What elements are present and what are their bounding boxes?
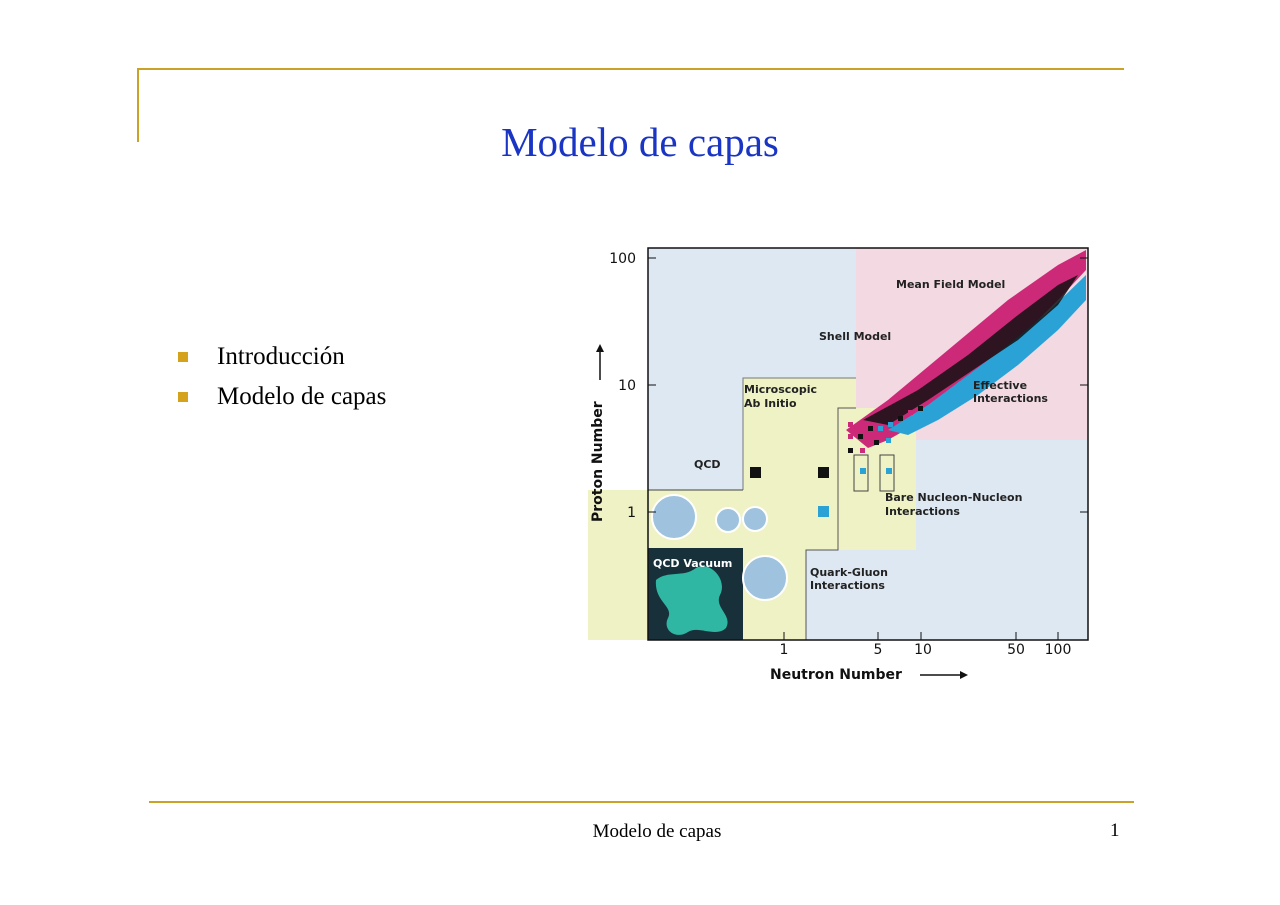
x-axis-label: Neutron Number	[770, 667, 902, 683]
bullet-square-icon	[178, 392, 188, 402]
quark-circle	[742, 555, 788, 601]
x-tick-label: 5	[874, 642, 883, 658]
label-mean-field: Mean Field Model	[896, 278, 1005, 291]
nuclear-chart-figure: Mean Field Model Shell Model Microscopic…	[588, 230, 1108, 690]
x-tick-label: 50	[1007, 642, 1025, 658]
nucleus-circle	[651, 494, 697, 540]
x-axis-arrowhead-icon	[960, 671, 968, 679]
quark-gluon-border	[805, 407, 856, 640]
nuclide-band-cyan	[888, 275, 1086, 435]
label-shell-model: Shell Model	[819, 330, 891, 343]
label-qcd: QCD	[694, 458, 721, 471]
slide-title: Modelo de capas	[501, 119, 779, 165]
y-tick-label: 100	[609, 251, 636, 267]
label-effective-interactions: Interactions	[973, 392, 1048, 405]
nuclear-chart-svg: Mean Field Model Shell Model Microscopic…	[588, 230, 1108, 690]
plot-frame	[647, 247, 1089, 641]
x-tick-label: 1	[780, 642, 789, 658]
label-bare-nucleon: Bare Nucleon-Nucleon	[885, 491, 1022, 504]
qcd-vacuum-shape	[655, 566, 728, 635]
label-quark-gluon: Quark-Gluon	[810, 566, 888, 579]
nuclide-band-black	[863, 275, 1078, 425]
bullet-item: Modelo de capas	[176, 377, 386, 417]
y-tick-label: 10	[618, 378, 636, 394]
y-tick-marks	[648, 257, 1088, 513]
nucleon-circle	[742, 506, 768, 532]
label-qcd-vacuum: QCD Vacuum	[653, 557, 732, 570]
label-qg-interactions: Interactions	[810, 579, 885, 592]
bullet-square-icon	[178, 352, 188, 362]
top-rule	[138, 68, 1124, 70]
y-axis-label: Proton Number	[590, 401, 606, 522]
nucleon-circle	[715, 507, 741, 533]
bottom-rule	[149, 801, 1134, 803]
y-tick-label: 1	[627, 505, 636, 521]
left-rule	[137, 68, 139, 142]
footer-title: Modelo de capas	[592, 821, 722, 842]
label-effective: Effective	[973, 379, 1027, 392]
ab-initio-border	[742, 377, 856, 490]
x-tick-label: 100	[1045, 642, 1072, 658]
isolated-nuclei	[750, 454, 895, 517]
label-ab-initio: Ab Initio	[744, 397, 797, 410]
label-microscopic: Microscopic	[744, 383, 817, 396]
bullet-list: Introducción Modelo de capas	[176, 337, 386, 417]
nuclide-squares	[848, 406, 923, 453]
x-tick-marks	[783, 632, 1059, 640]
bullet-text: Introducción	[217, 343, 345, 370]
y-axis-arrowhead-icon	[596, 344, 604, 352]
bullet-item: Introducción	[176, 337, 386, 377]
page-number: 1	[1110, 820, 1120, 841]
label-bare-interactions: Interactions	[885, 505, 960, 518]
x-tick-label: 10	[914, 642, 932, 658]
bullet-text: Modelo de capas	[217, 383, 387, 410]
